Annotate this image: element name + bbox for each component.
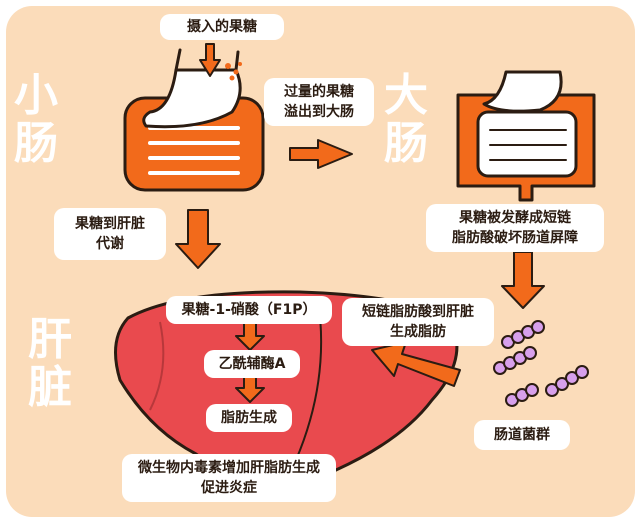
to-liver-label-line-2: 代谢 <box>96 236 124 252</box>
large-intestine-stomach-illustration <box>456 70 596 202</box>
fructose-dots-icon <box>225 62 242 81</box>
endotoxin-label-line-1: 微生物内毒素增加肝脂肪生成 <box>138 460 320 476</box>
endotoxin-label-line-2: 促进炎症 <box>201 480 257 496</box>
scfa-to-liver-label: 短链脂肪酸到肝脏 生成脂肪 <box>342 298 494 346</box>
fermented-label-line-2: 脂肪酸破坏肠道屏障 <box>452 230 578 246</box>
liver-title-char-2: 脏 <box>28 362 72 413</box>
overflow-label-line-1: 过量的果糖 <box>284 84 354 100</box>
arrow-to-gut-flora <box>501 251 545 309</box>
fermented-label-line-1: 果糖被发酵成短链 <box>459 210 571 226</box>
overflow-label: 过量的果糖 溢出到大肠 <box>264 78 374 126</box>
fermented-label: 果糖被发酵成短链 脂肪酸破坏肠道屏障 <box>426 204 604 252</box>
small-intestine-title-char-2: 肠 <box>14 118 58 169</box>
liver-title-char-1: 肝 <box>28 314 72 365</box>
overflow-label-line-2: 溢出到大肠 <box>284 104 354 120</box>
gut-bacteria-icon <box>493 320 589 407</box>
stomach-shape <box>142 68 242 129</box>
arrow-scfa-to-liver <box>371 341 461 387</box>
fat-generation-label: 脂肪生成 <box>206 404 292 432</box>
intake-label: 摄入的果糖 <box>160 14 284 40</box>
arrow-to-liver <box>175 209 221 269</box>
arrow-acetyl-down <box>235 375 265 403</box>
to-liver-label-line-1: 果糖到肝脏 <box>75 216 145 232</box>
large-intestine-title: 大 肠 <box>376 72 436 168</box>
large-intestine-title-char-1: 大 <box>384 70 428 121</box>
scfa-to-liver-label-line-2: 生成脂肪 <box>390 324 446 340</box>
to-liver-label: 果糖到肝脏 代谢 <box>54 208 166 260</box>
f1p-label: 果糖-1-硝酸（F1P） <box>166 296 332 324</box>
arrow-intake-down <box>199 43 221 77</box>
endotoxin-label: 微生物内毒素增加肝脂肪生成 促进炎症 <box>122 454 336 502</box>
liver-title: 肝 脏 <box>20 316 80 412</box>
gut-flora-label: 肠道菌群 <box>474 420 570 450</box>
liver-shade-line <box>149 321 165 411</box>
arrow-to-large-intestine <box>289 139 353 169</box>
scfa-to-liver-label-line-1: 短链脂肪酸到肝脏 <box>362 304 474 320</box>
stomach-shape-right <box>482 70 563 113</box>
small-intestine-folds <box>148 126 240 175</box>
small-intestine-title: 小 肠 <box>6 72 66 168</box>
large-intestine-folds <box>489 129 567 161</box>
acetyl-coa-label: 乙酰辅酶A <box>204 350 300 378</box>
small-intestine-title-char-1: 小 <box>14 70 58 121</box>
small-intestine-stomach-illustration <box>123 48 265 192</box>
stomach-neck <box>174 48 240 72</box>
large-intestine-title-char-2: 肠 <box>384 118 428 169</box>
arrow-f1p-down <box>235 321 265 351</box>
